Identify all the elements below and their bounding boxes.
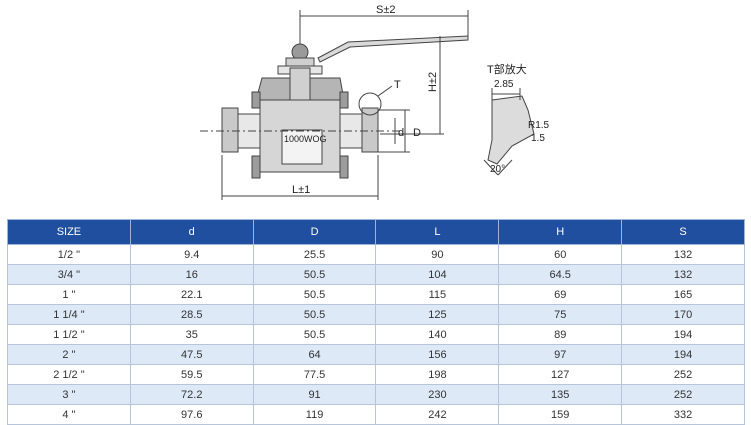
cell-h: 135 bbox=[498, 384, 623, 405]
cell-d-big: 64 bbox=[252, 344, 377, 365]
cell-d-big: 91 bbox=[252, 384, 377, 405]
cell-size: 1/2 " bbox=[7, 244, 131, 265]
table-row: 1/2 " 9.4 25.5 90 60 132 bbox=[7, 244, 745, 265]
cell-s: 252 bbox=[621, 364, 745, 385]
table-row: 1 1/2 " 35 50.5 140 89 194 bbox=[7, 324, 745, 345]
cell-d-small: 22.1 bbox=[129, 284, 254, 305]
cell-h: 64.5 bbox=[498, 264, 623, 285]
table-row: 3 " 72.2 91 230 135 252 bbox=[7, 384, 745, 405]
cell-size: 4 " bbox=[7, 404, 131, 425]
cell-h: 89 bbox=[498, 324, 623, 345]
dim-l-label: L±1 bbox=[292, 184, 310, 196]
cell-d-small: 16 bbox=[129, 264, 254, 285]
cell-s: 194 bbox=[621, 344, 745, 365]
cell-s: 194 bbox=[621, 324, 745, 345]
cell-size: 3/4 " bbox=[7, 264, 131, 285]
cell-s: 252 bbox=[621, 384, 745, 405]
detail-title: T部放大 bbox=[487, 62, 527, 76]
cell-h: 127 bbox=[498, 364, 623, 385]
cell-l: 230 bbox=[375, 384, 500, 405]
table-row: 2 1/2 " 59.5 77.5 198 127 252 bbox=[7, 364, 745, 385]
cell-s: 170 bbox=[621, 304, 745, 325]
cell-l: 242 bbox=[375, 404, 500, 425]
table-header-row: SIZE d D L H S bbox=[7, 219, 745, 245]
cell-size: 1 1/4 " bbox=[7, 304, 131, 325]
valve-technical-drawing: S±2 H±2 L±1 d D T 1000WOG T部放大 2.85 R1.5… bbox=[200, 4, 550, 200]
cell-d-small: 59.5 bbox=[129, 364, 254, 385]
cell-l: 90 bbox=[375, 244, 500, 265]
header-s: S bbox=[621, 219, 745, 245]
cell-l: 198 bbox=[375, 364, 500, 385]
body-marking-label: 1000WOG bbox=[284, 134, 327, 144]
cell-d-big: 119 bbox=[252, 404, 377, 425]
dimension-table: SIZE d D L H S 1/2 " 9.4 25.5 90 60 132 … bbox=[7, 219, 745, 425]
cell-d-small: 47.5 bbox=[129, 344, 254, 365]
cell-d-small: 72.2 bbox=[129, 384, 254, 405]
cell-size: 1 1/2 " bbox=[7, 324, 131, 345]
table-row: 4 " 97.6 119 242 159 332 bbox=[7, 404, 745, 425]
header-d-small: d bbox=[129, 219, 254, 245]
cell-h: 69 bbox=[498, 284, 623, 305]
cell-l: 156 bbox=[375, 344, 500, 365]
detail-marker-label: T bbox=[394, 79, 401, 91]
cell-d-big: 77.5 bbox=[252, 364, 377, 385]
dim-h-label: H±2 bbox=[427, 72, 439, 92]
cell-d-big: 50.5 bbox=[252, 284, 377, 305]
header-l: L bbox=[375, 219, 500, 245]
cell-d-small: 97.6 bbox=[129, 404, 254, 425]
cell-l: 104 bbox=[375, 264, 500, 285]
header-size: SIZE bbox=[7, 219, 131, 245]
cell-h: 159 bbox=[498, 404, 623, 425]
cell-s: 132 bbox=[621, 264, 745, 285]
table-row: 3/4 " 16 50.5 104 64.5 132 bbox=[7, 264, 745, 285]
cell-d-small: 28.5 bbox=[129, 304, 254, 325]
header-d-big: D bbox=[252, 219, 377, 245]
cell-size: 2 " bbox=[7, 344, 131, 365]
detail-depth-label: 1.5 bbox=[531, 133, 545, 144]
cell-h: 60 bbox=[498, 244, 623, 265]
cell-d-big: 50.5 bbox=[252, 324, 377, 345]
cell-h: 97 bbox=[498, 344, 623, 365]
cell-h: 75 bbox=[498, 304, 623, 325]
cell-size: 2 1/2 " bbox=[7, 364, 131, 385]
table-row: 1 " 22.1 50.5 115 69 165 bbox=[7, 284, 745, 305]
cell-s: 165 bbox=[621, 284, 745, 305]
cell-s: 332 bbox=[621, 404, 745, 425]
cell-d-big: 50.5 bbox=[252, 304, 377, 325]
detail-radius-label: R1.5 bbox=[528, 120, 550, 131]
cell-l: 125 bbox=[375, 304, 500, 325]
table-row: 2 " 47.5 64 156 97 194 bbox=[7, 344, 745, 365]
cell-size: 1 " bbox=[7, 284, 131, 305]
table-row: 1 1/4 " 28.5 50.5 125 75 170 bbox=[7, 304, 745, 325]
dim-d-small-label: d bbox=[398, 127, 404, 139]
cell-d-small: 9.4 bbox=[129, 244, 254, 265]
header-h: H bbox=[498, 219, 623, 245]
dim-s-label: S±2 bbox=[376, 4, 396, 16]
cell-d-small: 35 bbox=[129, 324, 254, 345]
cell-size: 3 " bbox=[7, 384, 131, 405]
cell-l: 140 bbox=[375, 324, 500, 345]
cell-s: 132 bbox=[621, 244, 745, 265]
dim-d-big-label: D bbox=[413, 127, 421, 139]
cell-l: 115 bbox=[375, 284, 500, 305]
detail-width-label: 2.85 bbox=[494, 79, 514, 90]
cell-d-big: 25.5 bbox=[252, 244, 377, 265]
detail-angle-label: 20° bbox=[490, 164, 505, 175]
cell-d-big: 50.5 bbox=[252, 264, 377, 285]
